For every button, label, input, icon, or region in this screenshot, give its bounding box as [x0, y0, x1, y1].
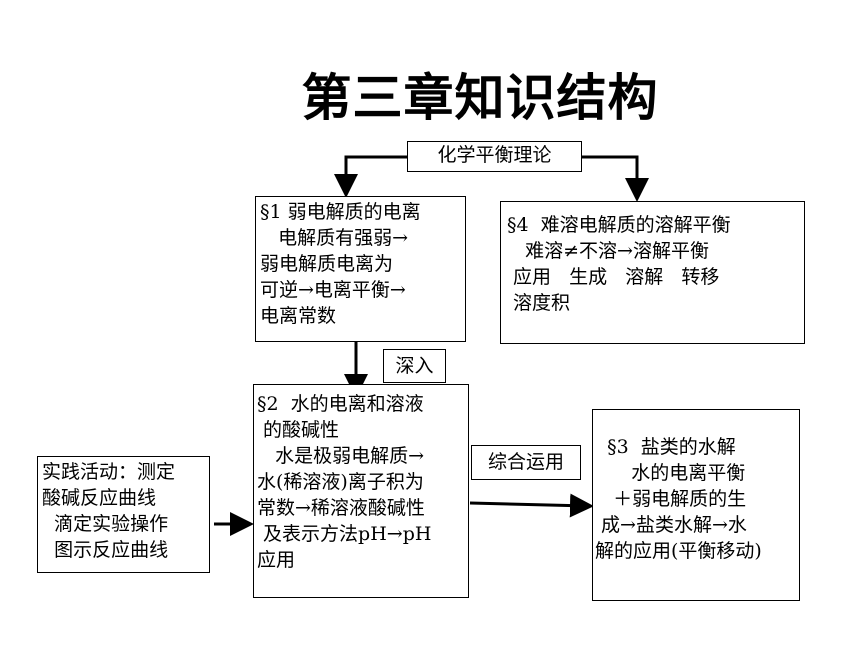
- box-insoluble-electrolyte-equilibrium: §4 难溶电解质的溶解平衡 难溶≠不溶→溶解平衡 应用 生成 溶解 转移 溶度积: [500, 201, 805, 344]
- box-water-ionization-acidity: §2 水的电离和溶液 的酸碱性 水是极弱电解质→ 水(稀溶液)离子积为 常数→稀…: [253, 384, 469, 598]
- page-title: 第三章知识结构: [301, 69, 659, 127]
- deep-label: 深入: [383, 349, 446, 383]
- arrow-theory-to-box1: [334, 155, 407, 198]
- arrow-box2-to-box3: [469, 493, 594, 518]
- box-salt-hydrolysis: §3 盐类的水解 水的电离平衡 ＋弱电解质的生 成→盐类水解→水 解的应用(平衡…: [592, 409, 800, 601]
- arrow-theory-to-box4: [582, 155, 649, 202]
- theory-label: 化学平衡理论: [407, 141, 582, 172]
- comprehensive-apply-label: 综合运用: [471, 445, 581, 480]
- box-weak-electrolyte-ionization: §1 弱电解质的电离 电解质有强弱→ 弱电解质电离为 可逆→电离平衡→ 电离常数: [255, 196, 466, 342]
- box-practice-activity: 实践活动：测定 酸碱反应曲线 滴定实验操作 图示反应曲线: [37, 456, 210, 573]
